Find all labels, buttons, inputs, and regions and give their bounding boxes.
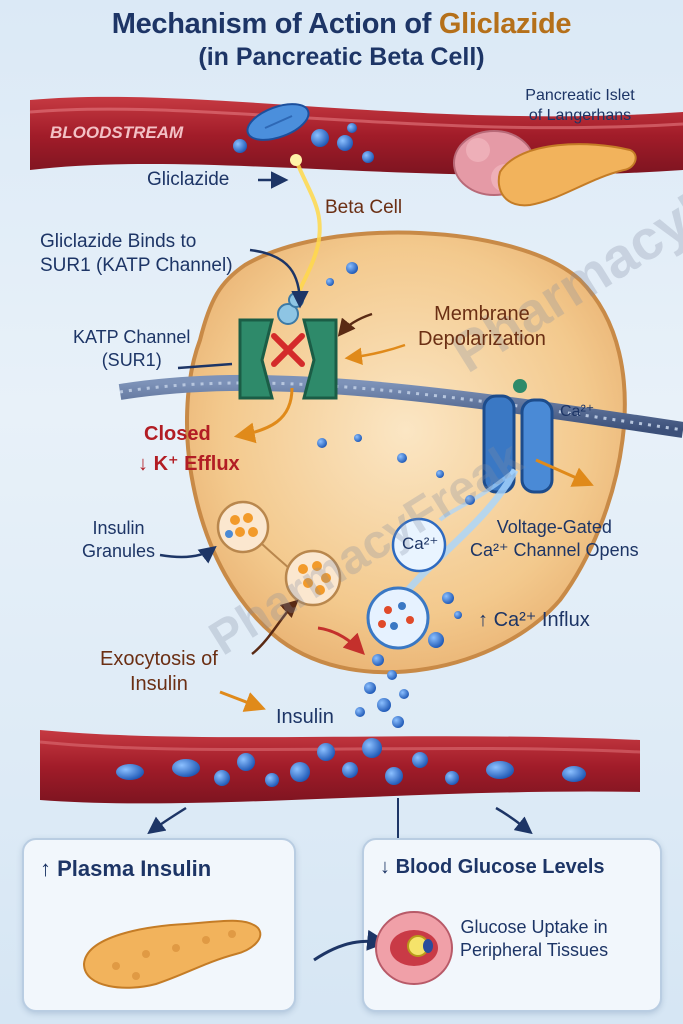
- page-subtitle: (in Pancreatic Beta Cell): [198, 43, 485, 71]
- insulin-release: [355, 654, 409, 728]
- x-block-icon: [271, 333, 305, 367]
- insulin-granule-1: [216, 500, 270, 554]
- left-branch-arrow: [147, 806, 187, 835]
- katp-label: KATP Channel (SUR1): [73, 327, 191, 370]
- binds-arrow: [249, 248, 309, 309]
- k-efflux-label: ↓ K⁺ Efflux: [138, 453, 240, 475]
- voltage-gated-ca-channel: [482, 379, 554, 494]
- exocytosis-vesicle: [366, 586, 430, 650]
- insulin-label: Insulin: [276, 706, 334, 728]
- pancreas-islet-icon: [453, 130, 637, 207]
- up-arrow-icon: ↑: [40, 856, 51, 881]
- uptake-label: Glucose Uptake in Peripheral Tissues: [460, 917, 609, 960]
- ca-bubble: [391, 517, 447, 573]
- ca-ions: [317, 434, 475, 648]
- down-arrow-icon: ↓: [380, 856, 390, 878]
- binds-label: Gliclazide Binds to SUR1 (KATP Channel): [40, 231, 233, 276]
- bloodstream-label: BLOODSTREAM: [50, 123, 184, 142]
- title-drug: Gliclazide: [438, 8, 572, 40]
- pancreas-icon: [82, 919, 262, 989]
- insulin-granule-2: [284, 549, 342, 607]
- ca-top-label: Ca²⁺: [560, 403, 595, 420]
- title-prefix: Mechanism of Action of: [111, 8, 439, 40]
- exocytosis-red-arrow: [317, 626, 365, 655]
- down-arrow-icon: ↓: [138, 453, 148, 475]
- k-efflux-arrow: [233, 387, 294, 444]
- gliclazide-label: Gliclazide: [147, 169, 230, 190]
- depolarization-arrow-2: [344, 343, 406, 366]
- blood-glucose-title: ↓ Blood Glucose Levels: [380, 856, 605, 878]
- ca-influx-label: ↑ Ca²⁺ Influx: [478, 609, 590, 631]
- granules-label: Insulin Granules: [82, 518, 156, 561]
- islet-label: Pancreatic Islet of Langerhans: [525, 87, 635, 124]
- katp-leader: [177, 362, 233, 370]
- granules-arrow: [159, 545, 217, 564]
- up-arrow-icon: ↑: [478, 609, 488, 631]
- bottom-bloodstream: [39, 730, 641, 804]
- membrane-depolarization-label: Membrane Depolarization: [418, 303, 546, 350]
- ca-influx-arrow: [535, 458, 594, 487]
- peripheral-tissue-icon: [313, 911, 453, 985]
- exocytosis-arrow: [251, 599, 299, 655]
- glucose-box: ↓ Blood Glucose Levels Glucose Uptake in…: [313, 838, 662, 1012]
- plasma-insulin-title: ↑ Plasma Insulin: [40, 856, 212, 881]
- beta-cell-label: Beta Cell: [325, 197, 403, 218]
- katp-channel: [238, 292, 338, 400]
- title-block: Mechanism of Action of Gliclazide (in Pa…: [0, 8, 683, 72]
- page-title: Mechanism of Action of Gliclazide: [0, 8, 683, 41]
- exocytosis-label: Exocytosis of Insulin: [100, 648, 218, 695]
- closed-label: Closed: [144, 423, 211, 445]
- plasma-insulin-box: ↑ Plasma Insulin: [22, 838, 296, 1012]
- insulin-orange-arrow: [219, 690, 266, 712]
- right-branch-arrow: [495, 806, 533, 835]
- depolarization-arrow-1: [337, 312, 373, 337]
- vgcc-label: Voltage-Gated Ca²⁺ Channel Opens: [470, 517, 639, 560]
- ca-bubble-label: Ca²⁺: [402, 534, 439, 553]
